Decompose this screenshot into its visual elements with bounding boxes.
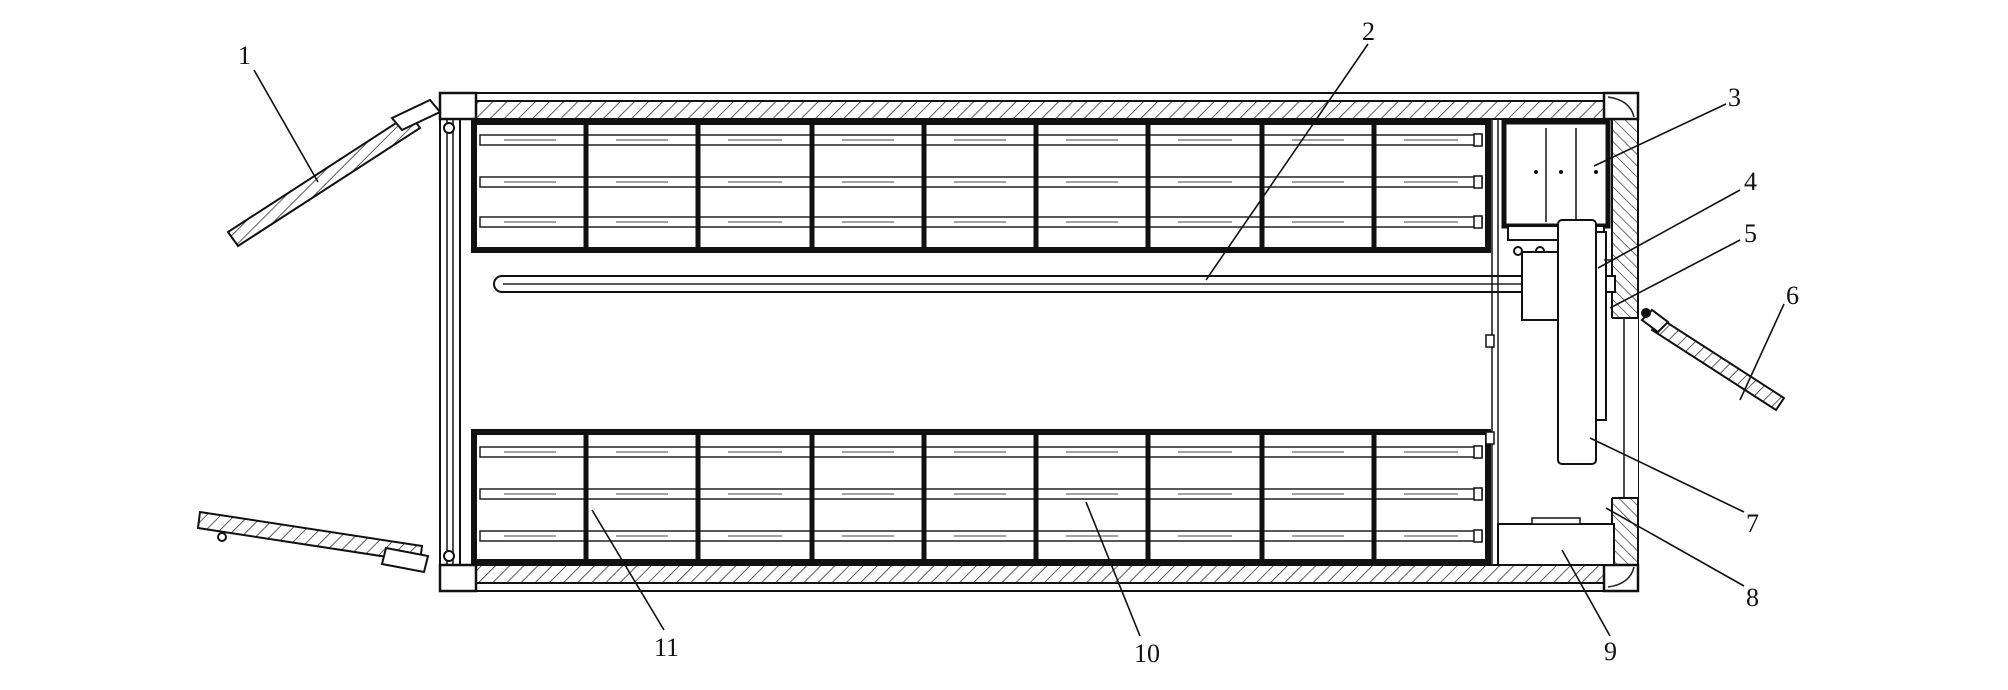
callout-2: 2 [1362,17,1375,46]
fan-unit [1557,219,1597,465]
left-door-top [226,98,442,248]
rack-bottom [471,429,1491,565]
shelf-racks [471,119,1491,565]
callout-1: 1 [238,41,251,70]
container-walls [438,91,1640,593]
callout-6: 6 [1786,281,1799,310]
right-door [1640,308,1786,412]
callout-10: 10 [1134,639,1160,668]
callout-11: 11 [654,633,679,662]
callout-7: 7 [1746,509,1759,538]
callout-4: 4 [1744,167,1757,196]
callout-9: 9 [1604,637,1617,666]
left-door-frame [439,92,461,592]
leader-lines [253,43,1785,637]
battery-box [1497,523,1615,566]
equipment-compartment [1485,119,1615,566]
callout-8: 8 [1746,583,1759,612]
callout-3: 3 [1728,83,1741,112]
left-door-bottom [196,510,430,574]
control-unit [1501,119,1611,229]
bracket [1521,251,1559,321]
callout-numbers: 1 2 3 4 5 6 7 8 9 10 11 [238,17,1799,668]
callout-5: 5 [1744,219,1757,248]
heating-tube [493,275,1616,293]
rack-top [471,119,1491,253]
